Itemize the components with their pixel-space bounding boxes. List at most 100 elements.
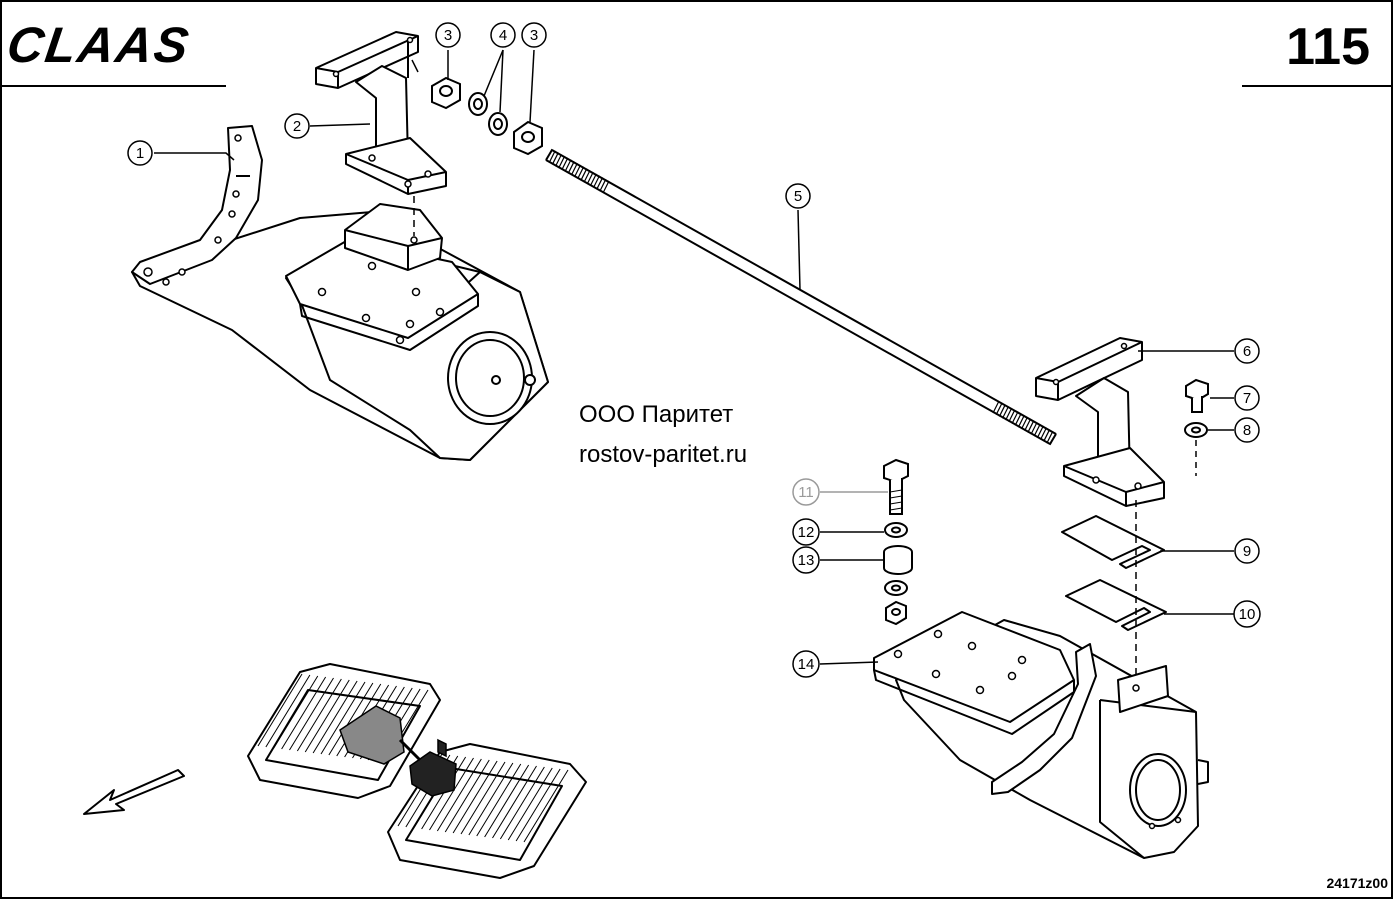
callout-circle — [1233, 600, 1261, 628]
thread-mark — [592, 175, 601, 188]
callout-label: 4 — [499, 27, 507, 44]
thread-mark — [573, 164, 582, 178]
direction-arrow — [83, 769, 185, 815]
tread-mark — [289, 677, 334, 751]
callout-label: 7 — [1243, 390, 1251, 407]
shim-upper — [1061, 515, 1165, 569]
tread-mark — [468, 762, 514, 836]
leader-5 — [797, 209, 801, 291]
thread-mark — [1039, 427, 1048, 440]
tread-mark — [523, 769, 569, 843]
thread-mark — [545, 148, 553, 162]
tread-mark — [304, 679, 350, 753]
callout-circle — [1234, 417, 1260, 443]
callout-label: 6 — [1243, 343, 1251, 360]
overview-axle-highlight — [339, 705, 457, 797]
thread-mark — [561, 157, 569, 171]
thread-mark — [1005, 407, 1013, 421]
callout-label: 12 — [798, 524, 815, 541]
callout-8: 8 — [1234, 417, 1260, 443]
callout-circle — [792, 650, 820, 678]
thread-mark — [567, 161, 575, 174]
tread-mark — [312, 680, 358, 754]
callout-14: 14 — [792, 650, 820, 678]
callout-7: 7 — [1234, 385, 1260, 411]
callout-5: 5 — [785, 183, 811, 209]
tread-mark — [515, 768, 561, 842]
thread-mark — [1030, 422, 1038, 435]
thread-mark — [551, 152, 559, 165]
rod-thread-start — [545, 148, 610, 194]
callout-12: 12 — [792, 518, 820, 546]
thread-mark — [1043, 429, 1051, 442]
thread-mark — [548, 150, 556, 164]
callout-circle — [1234, 385, 1260, 411]
callout-circle — [792, 546, 820, 574]
callout-circle — [785, 183, 811, 209]
thread-mark — [998, 404, 1006, 417]
callout-circle — [792, 478, 820, 506]
tread-mark — [476, 763, 522, 837]
leader-4b — [499, 49, 504, 113]
tread-mark — [328, 682, 374, 756]
callout-label: 14 — [798, 656, 815, 673]
flat-washer — [884, 580, 908, 596]
tread-mark — [429, 757, 474, 831]
callout-label: 10 — [1239, 606, 1256, 623]
callout-label: 8 — [1243, 422, 1251, 439]
thread-mark — [554, 154, 563, 167]
callout-label: 3 — [530, 27, 538, 44]
bracket-right — [1035, 337, 1165, 507]
tread-mark — [492, 765, 537, 839]
callout-circle — [127, 140, 153, 166]
thread-mark — [1014, 413, 1022, 426]
hex-bolt — [883, 458, 909, 515]
thread-mark — [577, 166, 585, 180]
tread-mark — [320, 681, 366, 755]
bushing — [883, 545, 913, 575]
thread-mark — [1033, 423, 1041, 437]
tread-mark — [460, 761, 506, 835]
thread-mark — [583, 170, 591, 183]
thread-mark — [589, 173, 597, 187]
thread-mark — [1024, 418, 1032, 432]
right-plate-holes — [893, 629, 1182, 830]
tread-mark — [265, 674, 311, 748]
shim-lower — [1065, 579, 1167, 631]
leader-3b — [529, 49, 535, 123]
tread-mark — [296, 678, 342, 752]
right-housing — [873, 611, 1209, 859]
drawing-code: 24171z00 — [1326, 875, 1388, 891]
tread-mark — [281, 676, 327, 750]
thread-mark — [596, 177, 604, 190]
rod-thread-end — [992, 400, 1057, 446]
thread-mark — [1011, 411, 1019, 424]
tread-mark — [273, 675, 319, 749]
bolt-small — [1185, 378, 1209, 413]
leader-14 — [819, 661, 879, 665]
callout-circle — [792, 518, 820, 546]
spring-washer — [884, 522, 908, 538]
bracket-left — [315, 31, 447, 195]
callout-2: 2 — [284, 113, 310, 139]
hex-nut — [885, 600, 907, 626]
thread-mark — [1020, 416, 1029, 430]
thread-mark — [1027, 420, 1035, 433]
thread-mark — [586, 171, 594, 185]
callout-9: 9 — [1234, 538, 1260, 564]
nut-upper — [431, 76, 461, 110]
thread-mark — [1046, 430, 1054, 444]
thread-mark — [1001, 406, 1010, 419]
tread-mark — [507, 767, 553, 841]
callout-circle — [284, 113, 310, 139]
thread-mark — [564, 159, 572, 172]
tread-mark — [257, 673, 303, 747]
callout-label: 1 — [136, 145, 144, 162]
brand-logo: CLAAS — [4, 17, 194, 73]
bracket-right-holes — [1052, 342, 1142, 490]
callout-label: 2 — [293, 118, 301, 135]
thread-mark — [599, 178, 607, 192]
callout-1: 1 — [127, 140, 153, 166]
